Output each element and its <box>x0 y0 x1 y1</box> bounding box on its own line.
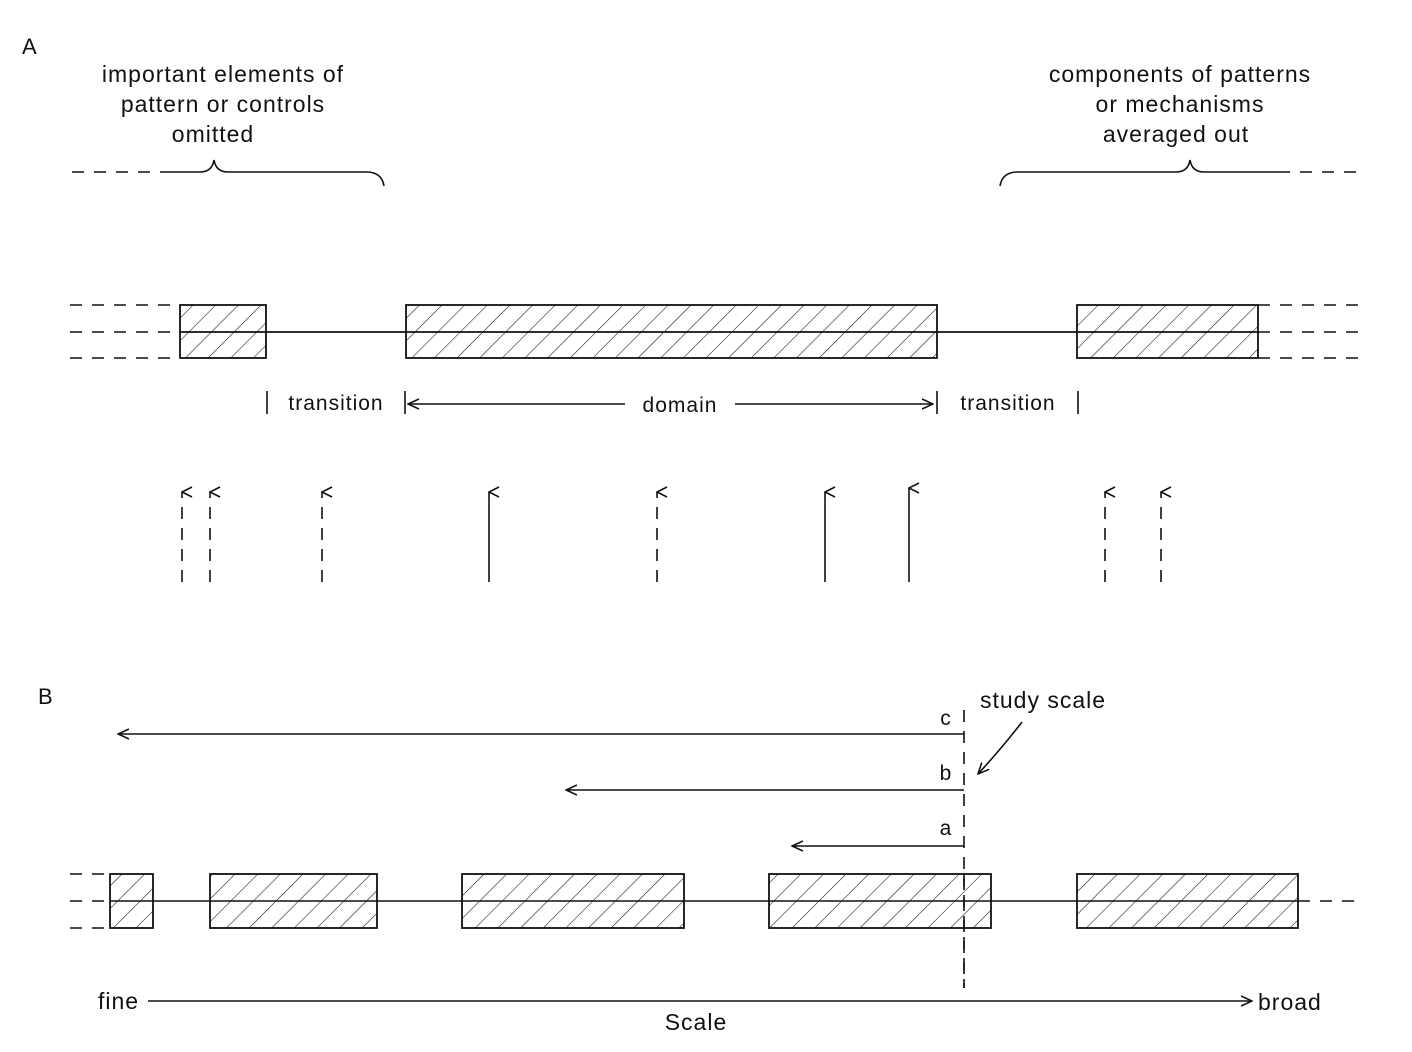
domain-label: domain <box>643 394 718 417</box>
upward-arrows <box>182 488 1161 582</box>
right-note-line-2: or mechanisms <box>1096 91 1265 117</box>
left-note-line-2: pattern or controls <box>121 91 325 117</box>
panel-b: B study scale c b a fine br <box>38 684 1358 1035</box>
scale-label: Scale <box>665 1009 728 1035</box>
arrow-b-label: b <box>940 762 953 785</box>
right-note-line-1: components of patterns <box>1049 61 1311 87</box>
fine-label: fine <box>98 988 139 1014</box>
arrow-c-label: c <box>940 707 952 730</box>
transition-domain-labels: transition domain transition <box>266 391 1079 417</box>
broad-label: broad <box>1258 989 1322 1015</box>
arrow-a-label: a <box>940 817 953 840</box>
panel-a-label: A <box>22 34 37 59</box>
domain-band-row-b <box>70 873 1358 988</box>
left-note-line-1: important elements of <box>102 61 344 87</box>
left-note-line-3: omitted <box>172 121 254 147</box>
right-brace <box>999 159 1362 187</box>
panel-b-label: B <box>38 684 53 709</box>
transition-left-label: transition <box>288 392 383 415</box>
right-note-line-3: averaged out <box>1103 121 1249 147</box>
study-scale-label: study scale <box>980 687 1106 713</box>
domain-band-row-a <box>70 304 1358 359</box>
panel-a: A important elements of pattern or contr… <box>22 34 1362 582</box>
study-scale-pointer <box>978 721 1023 774</box>
left-brace <box>72 159 385 187</box>
transition-right-label: transition <box>960 392 1055 415</box>
